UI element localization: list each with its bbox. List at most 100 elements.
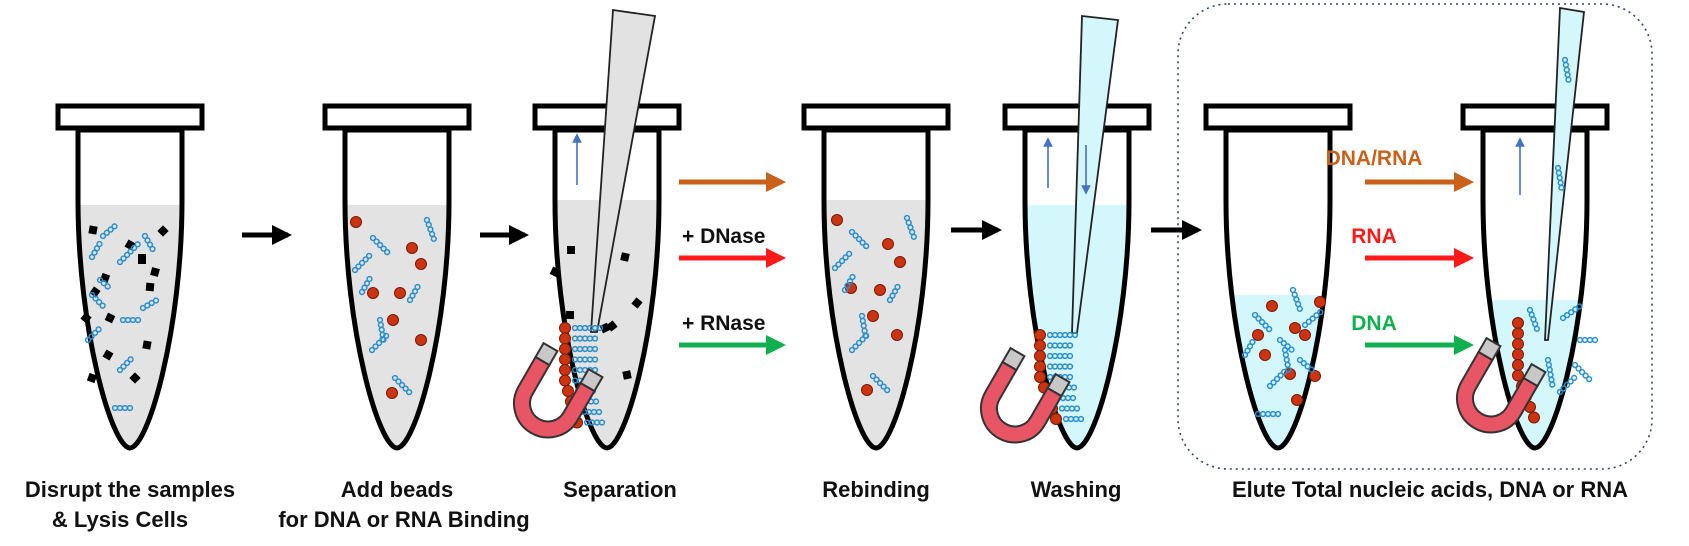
debris-icon [129,372,141,384]
bead-icon [1034,371,1046,383]
nucleic-acid-icon [1561,56,1572,83]
nucleic-acid-icon [886,283,901,304]
debris-icon [145,282,155,292]
debris-icon [150,267,160,277]
tube-cap [1002,103,1152,131]
nucleic-acid-icon [1266,368,1288,390]
bead-icon [559,332,571,345]
bead-icon [1512,338,1524,350]
debris-icon [104,312,116,324]
nucleic-acid-icon [141,232,156,253]
magnet-icon [980,346,1071,444]
tube-icon [342,127,452,451]
caption-add-beads-line2: for DNA or RNA Binding [278,507,529,532]
bead-icon [1252,329,1264,341]
debris-icon [567,246,575,254]
nucleic-acid-icon [1058,405,1081,412]
bead-icon [831,214,843,226]
tube-eluate [1203,103,1353,451]
bead-icon [1512,317,1524,329]
debris-icon [157,225,169,237]
bead-icon [387,314,399,326]
tube-icon [1223,127,1333,451]
caption-elute: Elute Total nucleic acids, DNA or RNA [1232,477,1628,502]
bead-icon [386,387,398,399]
pipette-tip-icon [590,8,657,333]
rnase-label: + RNase [682,312,765,335]
nucleic-acid-icon [841,273,856,294]
nucleic-acid-icon [1046,363,1074,370]
nucleic-acid-icon [351,252,373,274]
bead-icon [1512,327,1524,340]
nucleic-acid-icon [1241,338,1256,359]
bead-icon [1034,339,1046,352]
bead-icon [861,384,873,396]
nucleic-acid-icon [1526,306,1540,332]
nucleic-acid-icon [1046,352,1074,360]
nucleic-acid-icon [831,250,853,272]
debris-icon [622,370,632,380]
pipette-tip-icon [1544,6,1585,341]
bead-icon [394,287,406,299]
debris-icon [102,349,114,361]
bead-icon [367,287,379,299]
bead-icon [1034,360,1046,373]
nucleic-acid-icon [1254,410,1282,418]
debris-icon [89,286,101,298]
bead-icon [559,374,571,387]
tube-cap [1460,103,1610,131]
nucleic-acid-icon [116,241,141,266]
debris-icon [124,239,136,251]
bead-icon [1034,329,1046,341]
nucleic-acid-icon [406,283,421,304]
nucleic-acid-icon [1544,356,1556,388]
nucleic-acid-icon [848,332,870,354]
bead-icon [1528,411,1540,424]
bead-icon [894,256,906,268]
nucleic-acid-icon [88,291,106,309]
nucleic-acid-icon [119,316,142,324]
nucleic-acid-icon [869,372,891,394]
nucleic-acid-icon [358,275,373,296]
caption-disrupt-line1: Disrupt the samples [25,477,235,502]
tube-cap [322,103,472,131]
tube-icon [1480,127,1590,451]
magnet-icon [513,341,604,439]
bead-icon [559,343,571,355]
nucleic-acid-icon [1571,361,1593,383]
debris-icon [138,256,146,264]
debris-icon [80,312,92,324]
magnet-icon [1456,336,1547,434]
dnase-label: + DNase [682,225,765,248]
bead-icon [1314,296,1326,308]
nucleic-acid-icon [848,228,870,250]
bead-icon [882,238,894,250]
caption-rebinding: Rebinding [822,477,930,502]
tube-icon [75,127,185,451]
nucleic-acid-icon [369,234,391,256]
bead-icon [1512,348,1524,361]
nucleic-acid-icon [571,356,599,363]
debris-icon [142,340,152,350]
tube-icon [1022,127,1132,451]
bead-icon [1259,349,1271,361]
elution-region [1177,3,1653,470]
bead-icon [891,329,903,341]
bead-icon [1050,413,1062,425]
tube-rebinding [801,103,951,451]
tube-cap [55,103,205,131]
caption-disrupt-line2: & Lysis Cells [52,507,188,532]
elute-rna-label: RNA [1351,225,1397,248]
nucleic-acid-icon [1576,336,1599,344]
tube-washing [1002,14,1152,451]
nucleic-acid-icon [96,276,111,290]
debris-icon [599,322,611,334]
nucleic-acid-icon [139,297,160,312]
debris-icon [565,310,575,320]
tube-cap [1203,103,1353,131]
bead-icon [1266,300,1278,312]
nucleic-acid-icon [1281,346,1292,373]
debris-icon [88,225,98,235]
bead-icon [1289,322,1301,334]
